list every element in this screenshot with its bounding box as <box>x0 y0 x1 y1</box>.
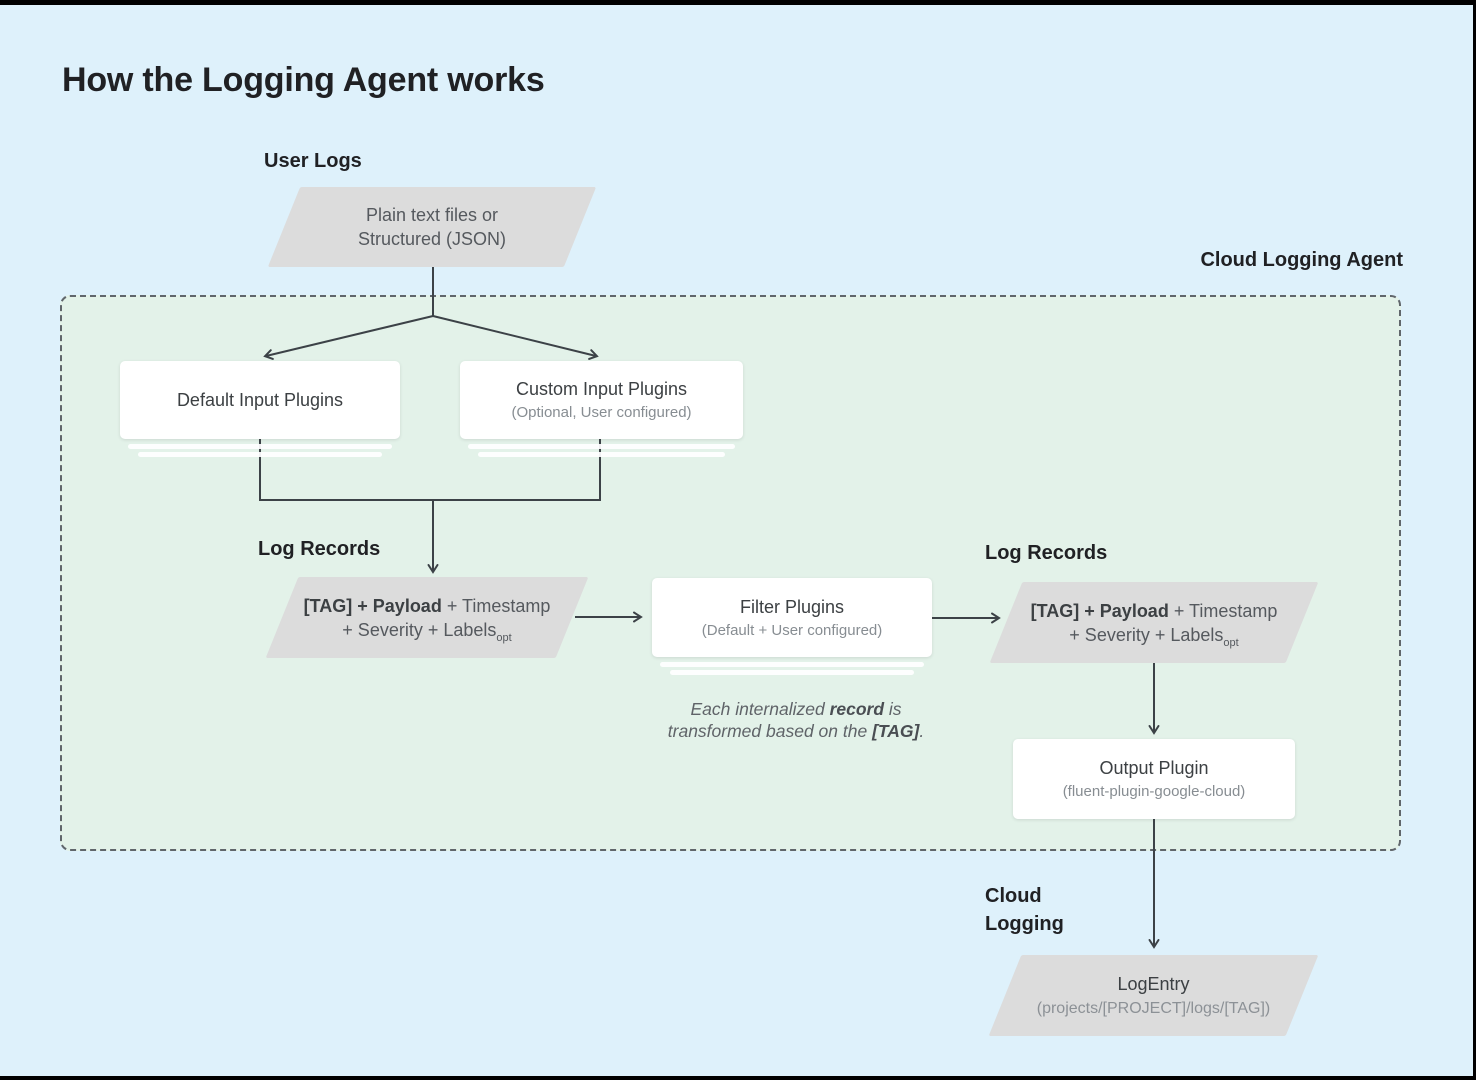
label-log-records-left: Log Records <box>258 538 381 560</box>
diagram-canvas: How the Logging Agent works User Logs Cl… <box>0 5 1473 1076</box>
filter-title: Filter Plugins <box>739 596 845 617</box>
record-right-line2: + Severity + Labelsopt <box>1069 624 1239 649</box>
node-log-record-left: [TAG] + Payload + Timestamp + Severity +… <box>282 577 572 658</box>
log-entry-subtitle: (projects/[PROJECT]/logs/[TAG]) <box>1036 999 1271 1017</box>
node-filter-plugins: Filter Plugins (Default + User configure… <box>652 578 932 657</box>
note-line2: transformed based on the [TAG]. <box>667 721 925 741</box>
default-input-title: Default Input Plugins <box>176 389 344 410</box>
node-custom-input-plugins: Custom Input Plugins (Optional, User con… <box>460 361 743 439</box>
stack-bar <box>468 444 735 449</box>
custom-input-title: Custom Input Plugins <box>515 379 688 399</box>
record-left-line1: [TAG] + Payload + Timestamp <box>303 595 551 616</box>
label-log-records-right: Log Records <box>985 542 1108 564</box>
label-cloud-logging: Cloud Logging <box>985 885 1064 935</box>
output-subtitle: (fluent-plugin-google-cloud) <box>1062 783 1246 800</box>
input-source-line2: Structured (JSON) <box>357 229 507 249</box>
node-default-input-plugins: Default Input Plugins <box>120 361 400 439</box>
connector-arrows <box>259 267 1160 949</box>
label-cloud-logging-agent: Cloud Logging Agent <box>1200 249 1403 271</box>
stack-bar <box>128 444 392 449</box>
output-title: Output Plugin <box>1099 758 1209 778</box>
record-right-line1: [TAG] + Payload + Timestamp <box>1030 600 1278 621</box>
stack-bar <box>478 452 725 457</box>
stack-bar <box>138 452 382 457</box>
label-user-logs: User Logs <box>264 150 362 172</box>
stack-bar <box>660 662 924 667</box>
filter-subtitle: (Default + User configured) <box>701 621 883 639</box>
node-log-record-right: [TAG] + Payload + Timestamp + Severity +… <box>1006 582 1302 663</box>
node-output-plugin: Output Plugin (fluent-plugin-google-clou… <box>1013 739 1295 819</box>
node-log-entry: LogEntry (projects/[PROJECT]/logs/[TAG]) <box>1005 955 1302 1036</box>
custom-input-subtitle: (Optional, User configured) <box>511 404 692 421</box>
node-input-source: Plain text files or Structured (JSON) <box>284 187 580 267</box>
record-transform-note: Each internalized record is transformed … <box>640 698 952 742</box>
stack-bar <box>670 670 914 675</box>
record-left-line2: + Severity + Labelsopt <box>342 619 512 644</box>
log-entry-title: LogEntry <box>1117 973 1190 994</box>
page-title: How the Logging Agent works <box>62 61 545 99</box>
note-line1: Each internalized record is <box>690 699 902 719</box>
input-source-line1: Plain text files or <box>365 205 499 225</box>
